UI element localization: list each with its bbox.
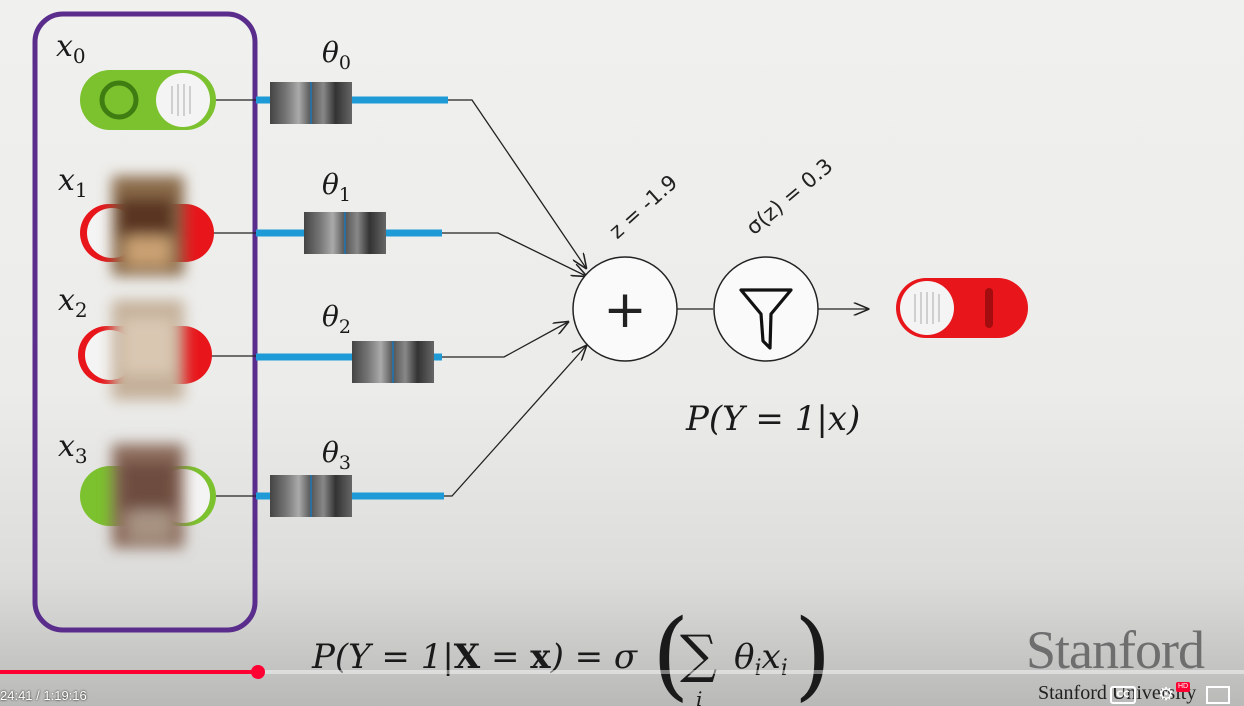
sum-symbol: + [603,280,647,340]
svg-text:θixi: θixi [734,637,788,681]
stanford-branding: Stanford [1026,620,1244,680]
stanford-logo-text: Stanford [1026,620,1205,680]
weight-label-3: θ3 [322,436,351,474]
gear-icon[interactable]: ⚙ [1158,684,1175,705]
blurred-photo-1 [112,176,184,276]
input-row-0: x0 [56,29,216,130]
output-toggle-off [896,278,1028,338]
svg-text:P(Y = 1|X = x) = σ: P(Y = 1|X = x) = σ [311,637,638,677]
miniplayer-icon[interactable] [1206,686,1230,704]
blurred-photo-2 [112,300,184,400]
toggle-on-0 [80,70,216,130]
input-row-3: x3 [58,429,216,548]
formula-sum-index: i [696,687,702,706]
input-frame [32,11,258,633]
progress-bar[interactable] [0,665,1244,679]
input-row-1: x1 [58,163,214,276]
input-label-1: x1 [58,163,88,202]
sum-node: + z = -1.9 [572,170,682,362]
sigmoid-formula: P(Y = 1|X = x) = σ ( ∑ i θixi ) [311,599,831,706]
weight-label-2: θ2 [322,300,351,338]
input-label-3: x3 [58,429,88,468]
z-annotation: z = -1.9 [604,170,682,243]
input-label-0: x0 [56,29,86,68]
blurred-photo-3 [112,444,184,548]
weight-0: θ0 [256,36,448,124]
input-row-2: x2 [58,283,212,400]
weight-2: θ2 [256,300,442,383]
weight-label-0: θ0 [322,36,351,74]
stanford-university-text: Stanford University [1038,682,1197,704]
formula-sum-symbol: ∑ [680,625,717,685]
weight-1: θ1 [256,168,442,254]
sigmoid-node: σ(z) = 0.3 [713,154,838,362]
sigmoid-annotation: σ(z) = 0.3 [742,154,838,240]
formula-left-paren: ( [652,599,689,706]
hd-badge: HD [1176,682,1191,692]
progress-scrubber-handle[interactable] [251,665,266,679]
probability-label: P(Y = 1|x) [685,399,860,439]
filter-icon [739,288,793,350]
video-controls: 24:41 / 1:19:16 CC ⚙ HD [0,662,1244,706]
captions-button[interactable]: CC [1110,686,1136,704]
weight-3: θ3 [256,436,444,517]
formula-right-paren: ) [794,599,831,706]
progress-played [0,670,259,674]
sum-arrows [442,99,586,497]
time-display: 24:41 / 1:19:16 [0,688,87,703]
weight-label-1: θ1 [322,168,351,206]
input-label-2: x2 [58,283,88,322]
